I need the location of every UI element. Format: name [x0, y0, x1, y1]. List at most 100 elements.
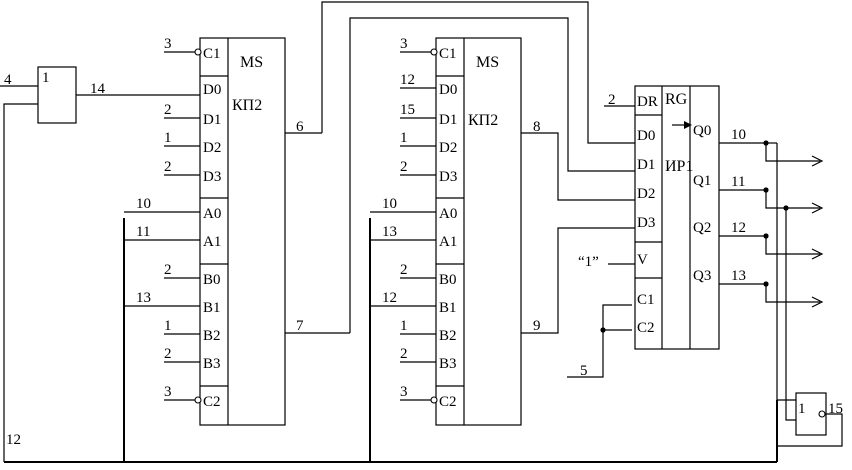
- or-gate-a: 1 4 12 14: [0, 66, 200, 462]
- output-wire-3: [719, 283, 820, 303]
- clock-junction: [600, 327, 606, 333]
- mux1-value-c2: 3: [164, 384, 172, 400]
- mux-1-code: КП2: [232, 97, 262, 114]
- output-arrow-icon: [811, 296, 824, 308]
- output-value-3: 13: [731, 268, 746, 284]
- mux1-pin-d0: D0: [203, 82, 221, 98]
- mux2-value-c1: 3: [400, 36, 408, 52]
- mux2-pin-d1: D1: [439, 112, 457, 128]
- mux2-pin-d2: D2: [439, 140, 457, 156]
- output-arrow-icon: [811, 202, 824, 214]
- mux1-inverter-c2: [194, 396, 202, 404]
- mux1-pin-b0: B0: [203, 272, 221, 288]
- mux-1: MS КП2 C13D0D12D21D32A010A111B02B113B21B…: [124, 36, 350, 426]
- output-junction-3: [763, 281, 769, 287]
- mux1-pin-d2: D2: [203, 140, 221, 156]
- output-value-1: 11: [731, 174, 745, 190]
- mux2-pin-a1: A1: [439, 234, 457, 250]
- mux2-value-d2: 1: [400, 130, 408, 146]
- register-title: RG: [665, 91, 688, 108]
- mux2-value-a1: 13: [382, 224, 397, 240]
- mux1-pin-d1: D1: [203, 112, 221, 128]
- mux-2-out-top: [521, 132, 636, 201]
- or-gate-a-output-label: 14: [90, 81, 106, 97]
- feedback-wire: [3, 103, 38, 462]
- mux2-pin-b2: B2: [439, 328, 457, 344]
- mux-1-out-bottom-label: 7: [296, 318, 304, 334]
- mux-2-out-top-label: 8: [533, 119, 541, 135]
- output-value-0: 10: [731, 127, 746, 143]
- mux2-value-b0: 2: [400, 262, 408, 278]
- register-pin-d2: D2: [637, 186, 655, 202]
- or-gate-a-input-label: 4: [4, 72, 12, 88]
- mux2-value-b3: 2: [400, 346, 408, 362]
- mux2-value-d1: 15: [400, 102, 415, 118]
- mux2-pin-d3: D3: [439, 169, 457, 185]
- register-pin-q0: Q0: [693, 123, 711, 139]
- or-b-input-q1: [785, 208, 796, 421]
- mux2-pin-a0: A0: [439, 206, 457, 222]
- register-body: [634, 85, 720, 350]
- mux2-value-d0: 12: [400, 72, 415, 88]
- mux2-value-c2: 3: [400, 384, 408, 400]
- wire-7-to-d1: [349, 17, 636, 333]
- register-v-value: “1”: [578, 254, 599, 270]
- or-gate-b-symbol: 1: [798, 401, 806, 417]
- register-pin-q3: Q3: [693, 268, 711, 284]
- mux-2-pins: C13D012D115D21D32A010A113B02B112B21B32C2…: [370, 36, 464, 410]
- register-pin-c1: C1: [637, 292, 655, 308]
- clock-wire-c1: [602, 304, 632, 330]
- mux2-pin-d0: D0: [439, 82, 457, 98]
- mux1-pin-b1: B1: [203, 300, 221, 316]
- mux2-inverter-c1: [430, 48, 438, 56]
- register-pin-d1: D1: [637, 157, 655, 173]
- mux-2: MS КП2 C13D012D115D21D32A010A113B02B112B…: [370, 36, 636, 426]
- mux2-pin-c1: C1: [439, 46, 457, 62]
- output-wire-2: [719, 235, 820, 255]
- mux1-pin-c1: C1: [203, 46, 221, 62]
- mux1-value-a1: 11: [136, 224, 150, 240]
- or-gate-b: 1 15: [776, 392, 843, 462]
- wire-6-to-d0: [321, 1, 636, 144]
- mux1-pin-a0: A0: [203, 206, 221, 222]
- mux1-pin-a1: A1: [203, 234, 221, 250]
- register-dr-value: 2: [608, 92, 616, 108]
- mux1-value-b1: 13: [136, 290, 151, 306]
- register-pin-dr: DR: [637, 94, 658, 110]
- or-gate-a-symbol: 1: [42, 70, 50, 86]
- register-outputs: 10 11 12 13: [719, 127, 824, 308]
- mux1-pin-d3: D3: [203, 169, 221, 185]
- mux1-value-d2: 1: [164, 130, 172, 146]
- mux1-pin-c2: C2: [203, 394, 221, 410]
- mux2-pin-b1: B1: [439, 300, 457, 316]
- mux-2-out-bottom: [521, 227, 636, 334]
- mux2-value-b2: 1: [400, 318, 408, 334]
- output-junction-1: [763, 187, 769, 193]
- clock-label: 5: [580, 363, 588, 379]
- mux-2-out-bottom-label: 9: [533, 318, 541, 334]
- register-pin-c2: C2: [637, 320, 655, 336]
- mux1-value-b3: 2: [164, 346, 172, 362]
- mux2-value-b1: 12: [382, 290, 397, 306]
- or-gate-b-output-label: 15: [828, 401, 843, 417]
- clock-wire: [567, 330, 604, 378]
- register-code: ИР1: [665, 158, 693, 175]
- output-arrow-icon: [811, 248, 824, 260]
- register-pin-q2: Q2: [693, 220, 711, 236]
- mux-1-body: [199, 37, 286, 426]
- mux-1-title: MS: [240, 54, 263, 71]
- mux-2-code: КП2: [468, 112, 498, 129]
- shift-arrowhead-icon: [684, 121, 692, 129]
- register-pin-q1: Q1: [693, 173, 711, 189]
- mux1-value-c1: 3: [164, 36, 172, 52]
- mux-2-body: [435, 37, 522, 426]
- mux-2-title: MS: [476, 54, 499, 71]
- feedback-label: 12: [6, 432, 21, 448]
- mux2-pin-c2: C2: [439, 394, 457, 410]
- output-value-2: 12: [731, 220, 746, 236]
- mux-1-out-top-label: 6: [296, 119, 304, 135]
